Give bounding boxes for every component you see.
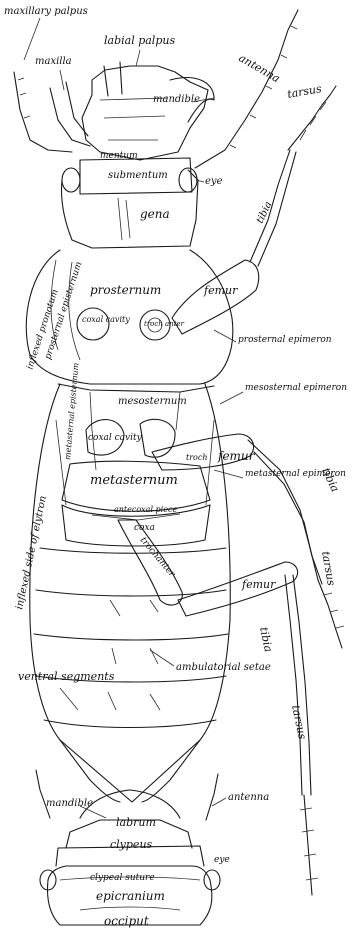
label-mandible: mandible bbox=[153, 94, 200, 105]
label-tarsus-mid: tarsus bbox=[319, 550, 338, 587]
label-coxal-cavity-mid: coxal cavity bbox=[88, 433, 143, 443]
label-occiput: occiput bbox=[104, 914, 149, 928]
svg-text:maxillary palpus: maxillary palpus bbox=[4, 6, 88, 17]
label-epicranium: epicranium bbox=[96, 889, 165, 903]
label-antenna-head: antenna bbox=[228, 792, 269, 803]
label-coxa: coxa bbox=[134, 523, 155, 533]
label-troch: troch bbox=[186, 453, 208, 462]
label-metasternal-episternum: metasternal episternum bbox=[63, 362, 80, 460]
label-mentum: mentum bbox=[100, 151, 138, 161]
antenna-drawing bbox=[195, 10, 298, 168]
label-mesosternum: mesosternum bbox=[118, 396, 187, 407]
label-maxillary-palpus: maxillary palpus bbox=[4, 6, 88, 17]
label-tibia-hind: tibia bbox=[257, 626, 275, 653]
label-eye: eye bbox=[205, 176, 223, 187]
label-femur-mid: femur bbox=[217, 449, 256, 463]
label-antenna: antenna bbox=[237, 51, 283, 85]
label-mesosternal-epimeron: mesosternal epimeron bbox=[245, 383, 347, 393]
label-clypeal-suture: clypeal suture bbox=[90, 873, 155, 883]
label-antecoxal-piece: antecoxal piece bbox=[114, 505, 177, 514]
label-mandible-head: mandible bbox=[46, 798, 93, 809]
label-tarsus-hind: tarsus bbox=[289, 704, 309, 741]
label-prosternum: prosternum bbox=[90, 283, 161, 297]
label-trochanter-fore: troch anter bbox=[144, 320, 185, 328]
label-inflexed-side-of-elytron: inflexed side of elytron bbox=[14, 495, 49, 611]
label-femur-fore: femur bbox=[203, 284, 238, 297]
label-femur-hind: femur bbox=[241, 578, 276, 591]
label-maxilla: maxilla bbox=[35, 56, 72, 67]
leader-lines bbox=[24, 18, 243, 818]
label-labrum: labrum bbox=[116, 816, 156, 829]
middle-leg-drawing bbox=[152, 434, 344, 648]
label-clypeus: clypeus bbox=[110, 838, 153, 851]
label-gena: gena bbox=[140, 207, 170, 221]
label-submentum: submentum bbox=[108, 170, 168, 181]
label-ambulatorial-setae: ambulatorial setae bbox=[176, 662, 271, 673]
label-prosternal-epimeron: prosternal epimeron bbox=[238, 335, 332, 345]
label-coxal-cavity-fore: coxal cavity bbox=[82, 315, 130, 324]
label-tarsus-fore: tarsus bbox=[286, 82, 323, 101]
maxillary-palpus-drawing bbox=[14, 62, 122, 152]
label-ventral-segments: ventral segments bbox=[18, 670, 115, 683]
label-tibia-fore: tibia bbox=[255, 200, 275, 225]
label-eye-head: eye bbox=[214, 855, 230, 865]
label-metasternum: metasternum bbox=[90, 473, 178, 488]
label-trochanter-hind: trochanter bbox=[138, 536, 177, 580]
label-labial-palpus: labial palpus bbox=[104, 34, 175, 47]
